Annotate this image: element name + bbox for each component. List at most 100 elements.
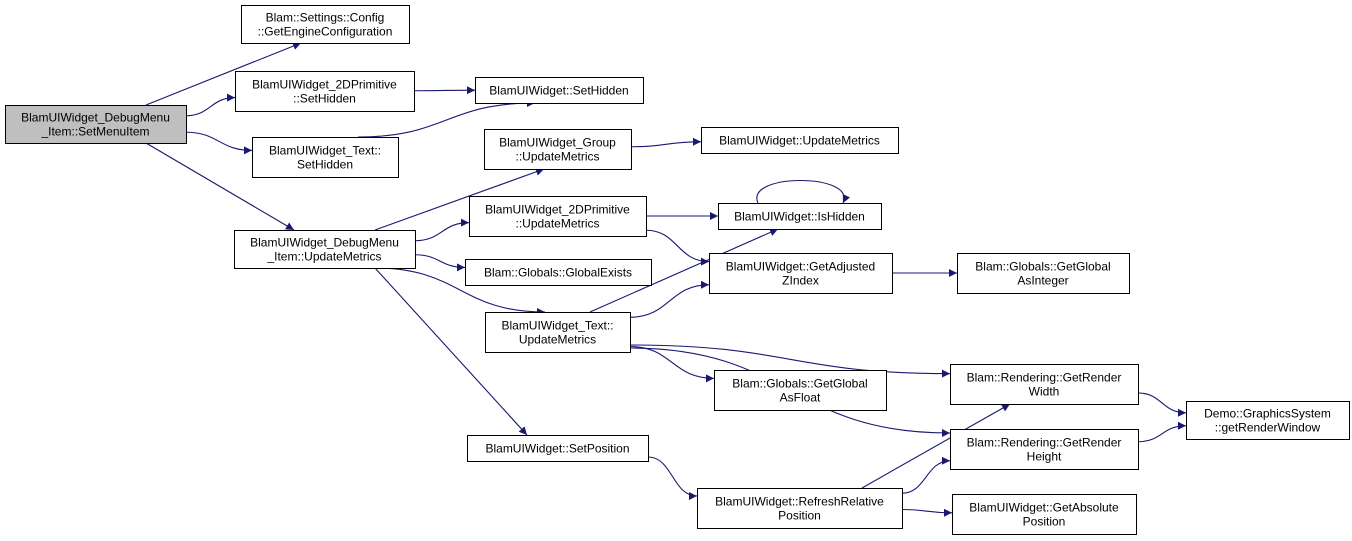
node-box-renderheight [950, 429, 1139, 470]
node-label-globalexists-0: Blam::Globals::GlobalExists [484, 266, 632, 280]
node-box-getengineconfig [241, 5, 410, 44]
edge-text_updatemetrics-to-getadjustedz [629, 280, 710, 318]
node-group_updatemetrics[interactable]: BlamUIWidget_Group::UpdateMetrics [484, 129, 632, 170]
node-label-text_sethidden-0: BlamUIWidget_Text:: [269, 144, 381, 158]
node-box-group_updatemetrics [484, 129, 632, 170]
node-prim_updatemetrics[interactable]: BlamUIWidget_2DPrimitive::UpdateMetrics [469, 196, 647, 237]
node-box-updatemetrics [701, 127, 899, 154]
edge-prim_sethidden-to-sethidden [413, 86, 476, 95]
node-box-text_sethidden [252, 137, 399, 178]
node-box-getrenderwindow [1186, 401, 1350, 440]
node-label-getrenderwindow-1: ::getRenderWindow [1215, 421, 1321, 435]
edge-prim_updatemetrics-to-getadjustedz [645, 229, 710, 266]
edge-root-to-getengineconfig [145, 42, 302, 106]
node-box-root [5, 105, 187, 144]
node-label-group_updatemetrics-0: BlamUIWidget_Group [499, 136, 616, 150]
node-box-debug_updatemetrics [234, 230, 416, 269]
edge-ishidden-to-ishidden [756, 179, 850, 204]
edges-layer [145, 42, 1187, 517]
node-getengineconfig[interactable]: Blam::Settings::Config::GetEngineConfigu… [241, 5, 410, 44]
node-box-renderwidth [950, 364, 1139, 405]
edge-root-to-debug_updatemetrics [145, 142, 295, 231]
node-box-refreshrelpos [697, 488, 903, 529]
node-getrenderwindow[interactable]: Demo::GraphicsSystem::getRenderWindow [1186, 401, 1350, 440]
node-label-renderheight-1: Height [1027, 450, 1062, 464]
node-text_sethidden[interactable]: BlamUIWidget_Text::SetHidden [252, 137, 399, 178]
edge-text_sethidden-to-sethidden [357, 99, 536, 138]
node-label-text_sethidden-1: SetHidden [297, 158, 353, 172]
node-debug_updatemetrics[interactable]: BlamUIWidget_DebugMenu_Item::UpdateMetri… [234, 230, 416, 269]
node-label-refreshrelpos-0: BlamUIWidget::RefreshRelative [715, 495, 884, 509]
node-label-getrenderwindow-0: Demo::GraphicsSystem [1204, 407, 1331, 421]
node-label-updatemetrics-0: BlamUIWidget::UpdateMetrics [719, 134, 880, 148]
node-label-sethidden-0: BlamUIWidget::SetHidden [489, 84, 628, 98]
node-label-text_updatemetrics-1: UpdateMetrics [519, 333, 596, 347]
edge-refreshrelpos-to-getabspos [901, 508, 953, 517]
node-label-renderwidth-0: Blam::Rendering::GetRender [967, 371, 1122, 385]
edge-text_updatemetrics-to-ishidden [589, 228, 779, 313]
edge-debug_updatemetrics-to-setposition [374, 267, 528, 436]
node-text_updatemetrics[interactable]: BlamUIWidget_Text::UpdateMetrics [485, 312, 631, 353]
node-setposition[interactable]: BlamUIWidget::SetPosition [467, 435, 649, 462]
node-label-setposition-0: BlamUIWidget::SetPosition [485, 442, 629, 456]
node-label-root-1: _Item::SetMenuItem [40, 125, 149, 139]
node-label-prim_sethidden-1: ::SetHidden [293, 92, 356, 106]
node-sethidden[interactable]: BlamUIWidget::SetHidden [475, 77, 644, 104]
node-box-getadjustedz [709, 253, 893, 294]
node-globalexists[interactable]: Blam::Globals::GlobalExists [465, 259, 652, 286]
node-box-prim_updatemetrics [469, 196, 647, 237]
node-box-prim_sethidden [235, 71, 415, 112]
node-root[interactable]: BlamUIWidget_DebugMenu_Item::SetMenuItem [5, 105, 187, 144]
edge-debug_updatemetrics-to-text_updatemetrics [374, 267, 546, 316]
node-label-renderwidth-1: Width [1029, 385, 1060, 399]
node-box-text_updatemetrics [485, 312, 631, 353]
node-label-root-0: BlamUIWidget_DebugMenu [21, 111, 170, 125]
node-label-debug_updatemetrics-0: BlamUIWidget_DebugMenu [250, 236, 399, 250]
edge-root-to-text_sethidden [185, 131, 253, 155]
node-label-prim_updatemetrics-1: ::UpdateMetrics [515, 217, 599, 231]
node-box-sethidden [475, 77, 644, 104]
node-label-prim_sethidden-0: BlamUIWidget_2DPrimitive [252, 78, 397, 92]
node-label-ishidden-0: BlamUIWidget::IsHidden [734, 210, 865, 224]
node-prim_sethidden[interactable]: BlamUIWidget_2DPrimitive::SetHidden [235, 71, 415, 112]
edge-debug_updatemetrics-to-group_updatemetrics [374, 167, 545, 231]
node-label-debug_updatemetrics-1: _Item::UpdateMetrics [266, 250, 381, 264]
node-box-setposition [467, 435, 649, 462]
node-label-renderheight-0: Blam::Rendering::GetRender [967, 436, 1122, 450]
node-label-getengineconfig-1: ::GetEngineConfiguration [258, 25, 393, 39]
node-label-getabspos-1: Position [1023, 515, 1066, 529]
nodes-layer: BlamUIWidget_DebugMenu_Item::SetMenuItem… [5, 5, 1350, 535]
node-box-globalexists [465, 259, 652, 286]
node-updatemetrics[interactable]: BlamUIWidget::UpdateMetrics [701, 127, 899, 154]
node-box-getglobalfloat [714, 370, 887, 411]
node-box-getglobalint [957, 253, 1130, 294]
edge-renderheight-to-getrenderwindow [1137, 421, 1187, 443]
node-box-ishidden [718, 203, 882, 230]
edge-debug_updatemetrics-to-prim_updatemetrics [414, 218, 470, 242]
edge-refreshrelpos-to-renderheight [901, 456, 951, 494]
node-label-prim_updatemetrics-0: BlamUIWidget_2DPrimitive [485, 203, 630, 217]
node-label-getglobalint-1: AsInteger [1017, 274, 1068, 288]
node-box-getabspos [952, 494, 1137, 535]
edge-renderwidth-to-getrenderwindow [1137, 392, 1187, 417]
node-ishidden[interactable]: BlamUIWidget::IsHidden [718, 203, 882, 230]
node-label-refreshrelpos-1: Position [778, 509, 821, 523]
node-label-text_updatemetrics-0: BlamUIWidget_Text:: [501, 319, 613, 333]
edge-debug_updatemetrics-to-globalexists [414, 254, 466, 272]
node-label-group_updatemetrics-1: ::UpdateMetrics [515, 150, 599, 164]
node-label-getglobalfloat-0: Blam::Globals::GetGlobal [732, 377, 867, 391]
edge-setposition-to-refreshrelpos [647, 456, 698, 500]
node-label-getadjustedz-0: BlamUIWidget::GetAdjusted [726, 260, 875, 274]
edge-group_updatemetrics-to-updatemetrics [630, 137, 702, 148]
edge-text_updatemetrics-to-renderwidth [629, 344, 951, 378]
edge-refreshrelpos-to-renderwidth [861, 403, 1011, 489]
node-label-getengineconfig-0: Blam::Settings::Config [266, 11, 385, 25]
